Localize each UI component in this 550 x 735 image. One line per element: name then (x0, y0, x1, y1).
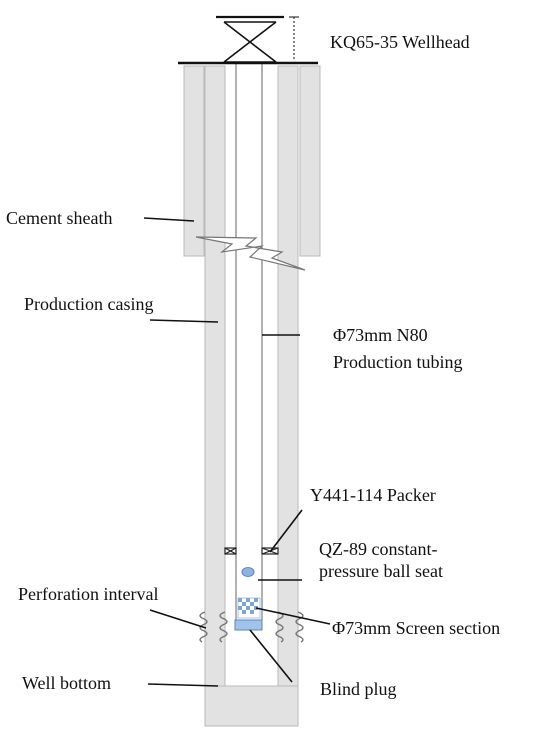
screen-section (237, 597, 261, 619)
label-tubing-line1: Φ73mm N80 (333, 325, 428, 345)
leader-screen (255, 607, 331, 625)
label-blind-plug: Blind plug (320, 679, 397, 699)
label-ball-seat-line2: pressure ball seat (319, 561, 443, 581)
label-production-casing: Production casing (24, 294, 154, 314)
leader-lines (143, 217, 331, 687)
production-casing-right (277, 65, 299, 727)
label-screen-section: Φ73mm Screen section (332, 618, 501, 638)
leader-perforation (149, 609, 207, 629)
label-perforation-interval: Perforation interval (18, 584, 159, 604)
label-cement-sheath: Cement sheath (6, 208, 113, 228)
cement-sheath-right (299, 65, 321, 257)
leader-well-bottom (147, 683, 219, 687)
leader-blind-plug (249, 629, 293, 683)
production-casing-left (204, 65, 226, 727)
blind-plug (234, 619, 263, 631)
perforation-marks (199, 611, 304, 643)
leader-cement-sheath (143, 217, 195, 222)
production-tubing (235, 61, 263, 621)
ball-seat-ball (241, 567, 255, 577)
leader-packer (269, 509, 303, 553)
label-tubing-line2: Production tubing (333, 352, 463, 372)
wellhead-symbol (216, 15, 299, 63)
leader-production-casing (149, 319, 219, 323)
depth-break-symbol (195, 236, 306, 271)
well-bottom-fill (204, 685, 299, 727)
label-packer: Y441-114 Packer (310, 485, 436, 505)
label-ball-seat-line1: QZ-89 constant- (319, 539, 438, 559)
cement-sheath-left (183, 65, 205, 257)
label-well-bottom: Well bottom (22, 673, 112, 693)
label-wellhead: KQ65-35 Wellhead (330, 32, 470, 52)
